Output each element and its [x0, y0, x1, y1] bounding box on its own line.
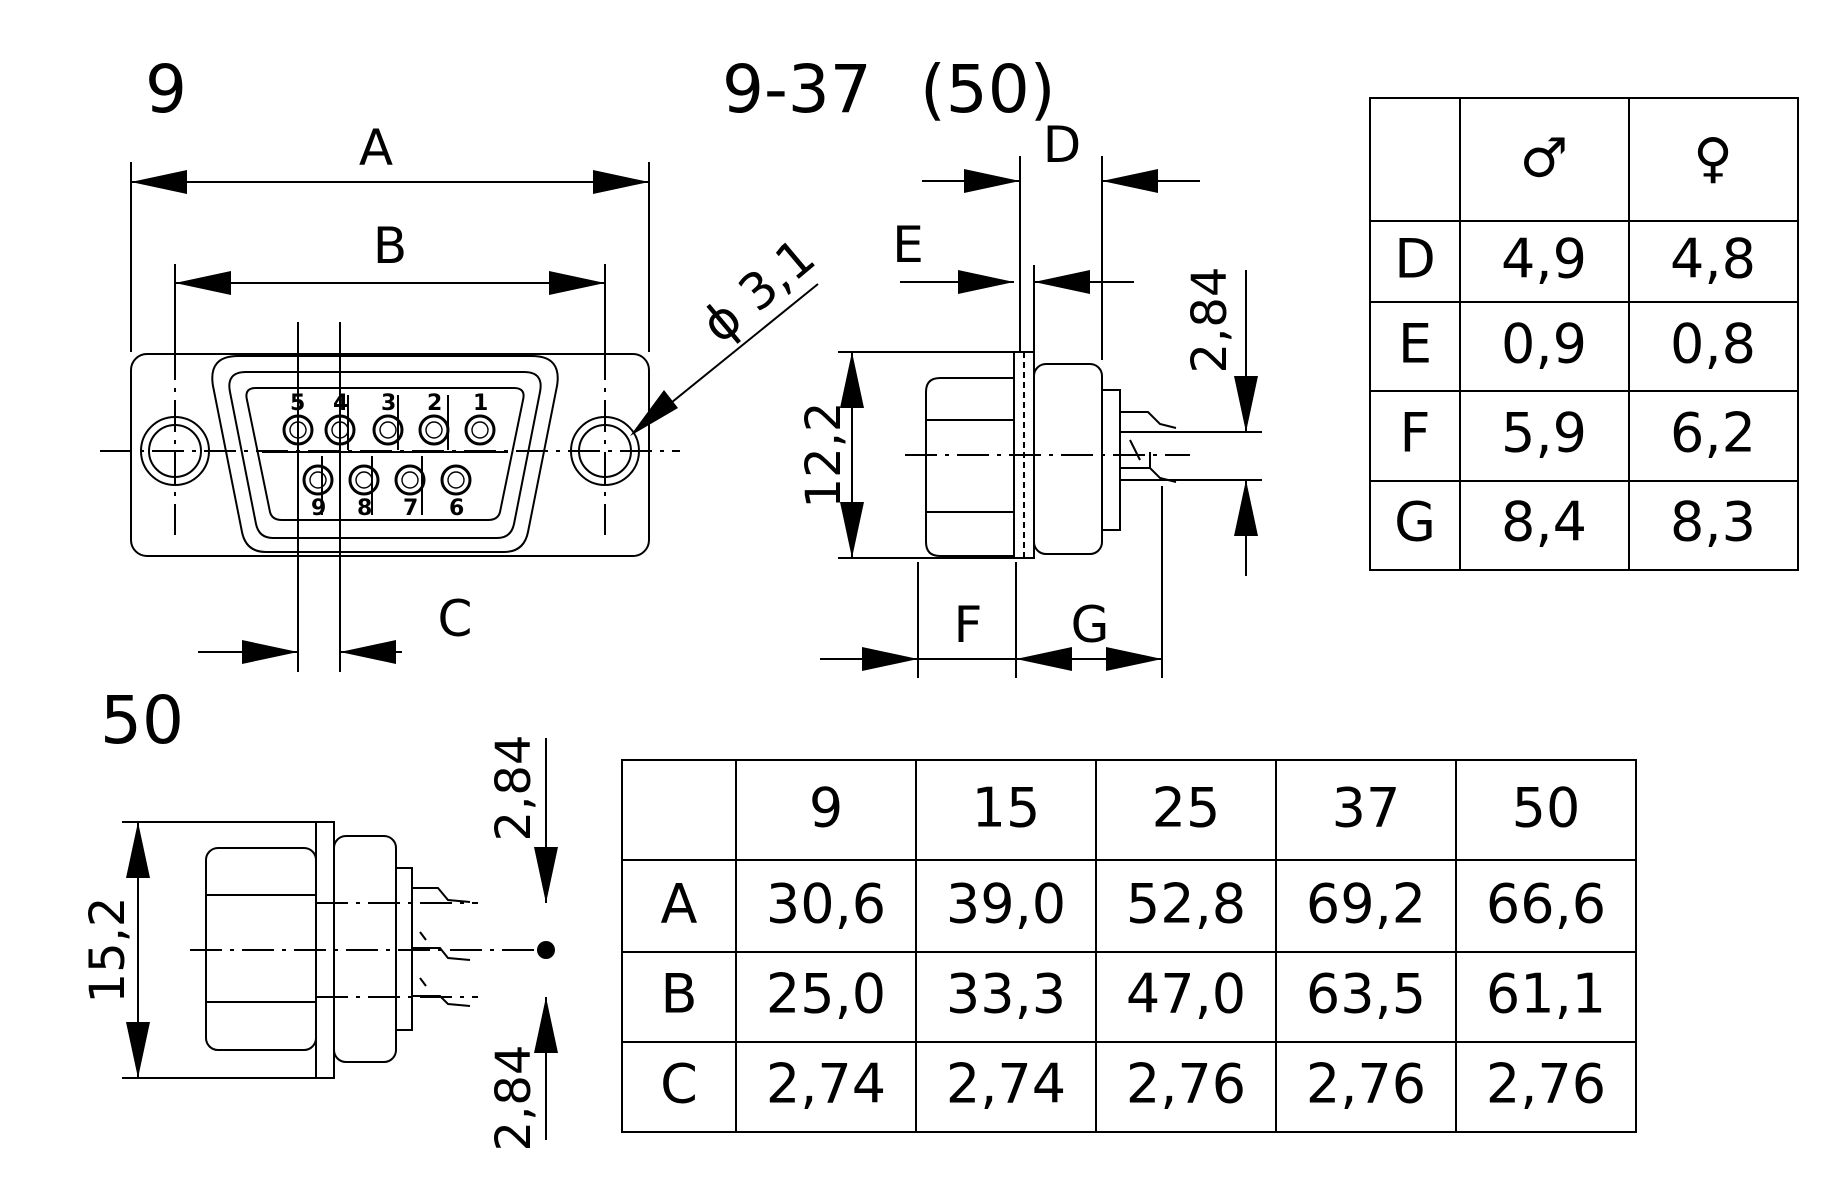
reference-dot — [537, 941, 555, 959]
pin-6 — [440, 464, 472, 496]
pin-9 — [302, 464, 334, 496]
title-50: 50 — [100, 682, 184, 759]
title-50-paren: (50) — [920, 51, 1055, 128]
dim-E-label: E — [892, 216, 924, 274]
male-symbol: ♂ — [1520, 127, 1568, 190]
size-cell: 2,74 — [766, 1053, 886, 1116]
size-row-label: C — [660, 1053, 698, 1116]
size-header: 15 — [972, 777, 1041, 840]
size-cell: 2,74 — [946, 1053, 1066, 1116]
bottom-pins — [302, 464, 472, 496]
pitch-top-label: 2,84 — [486, 735, 542, 842]
gender-cell-female: 8,3 — [1670, 491, 1756, 554]
dim-C-label: C — [438, 590, 473, 648]
pin-3 — [372, 414, 404, 446]
pin-2 — [418, 414, 450, 446]
pin-8 — [348, 464, 380, 496]
size-cell: 63,5 — [1306, 963, 1426, 1026]
pitch-2-84-label: 2,84 — [1182, 267, 1238, 374]
size-cell: 2,76 — [1306, 1053, 1426, 1116]
size-row-label: A — [661, 873, 698, 936]
size-cell: 2,76 — [1126, 1053, 1246, 1116]
size-cell: 47,0 — [1126, 963, 1246, 1026]
gender-table-border — [1369, 97, 1799, 571]
hole-diameter-label: ϕ 3,1 — [690, 227, 826, 354]
size-cell: 30,6 — [766, 873, 886, 936]
title-9-37: 9-37 — [722, 51, 872, 128]
gender-cell-male: 0,9 — [1501, 313, 1587, 376]
gender-cell-male: 5,9 — [1501, 402, 1587, 465]
size-header: 37 — [1332, 777, 1401, 840]
pin-number-2: 2 — [427, 391, 442, 416]
shell-outer — [211, 355, 559, 553]
size-row-label: B — [660, 963, 697, 1026]
size-table-border — [621, 759, 1637, 1133]
mating-body — [925, 377, 1015, 557]
gender-cell-female: 6,2 — [1670, 402, 1756, 465]
height-12-2-label: 12,2 — [796, 402, 852, 509]
height-15-2-label: 15,2 — [80, 897, 136, 1004]
female-symbol: ♀ — [1693, 127, 1733, 190]
pitch-bottom-label: 2,84 — [486, 1045, 542, 1152]
gender-row-label: F — [1399, 402, 1430, 465]
side-view-50: 15,2 2,84 2,84 — [80, 735, 558, 1152]
front-view: 5 4 3 2 1 9 8 7 6 A B — [100, 119, 826, 672]
pin-number-1: 1 — [473, 391, 488, 416]
pin-number-6: 6 — [449, 496, 464, 521]
flange-outline — [130, 353, 650, 557]
size-header: 50 — [1512, 777, 1581, 840]
gender-cell-male: 8,4 — [1501, 491, 1587, 554]
size-cell: 66,6 — [1486, 873, 1606, 936]
dim-A-label: A — [359, 119, 393, 177]
gender-row-label: D — [1394, 228, 1436, 291]
size-table: 9 15 25 37 50 A 30,6 39,0 52,8 69,2 66,6… — [621, 759, 1637, 1133]
size-cell: 52,8 — [1126, 873, 1246, 936]
size-header: 25 — [1152, 777, 1221, 840]
gender-table: ♂ ♀ D 4,9 4,8 E 0,9 0,8 F 5,9 6,2 G 8,4 … — [1369, 97, 1799, 571]
gender-row-label: E — [1398, 313, 1432, 376]
shell-inner — [245, 387, 525, 521]
pin-number-7: 7 — [403, 496, 418, 521]
pin-number-3: 3 — [381, 391, 396, 416]
size-cell: 69,2 — [1306, 873, 1426, 936]
size-cell: 39,0 — [946, 873, 1066, 936]
gender-cell-male: 4,9 — [1501, 228, 1587, 291]
rear-body — [1033, 363, 1103, 555]
side-view: 12,2 D E F G 2,84 — [796, 116, 1262, 678]
size-cell: 25,0 — [766, 963, 886, 1026]
size-cell: 61,1 — [1486, 963, 1606, 1026]
shell-middle — [228, 371, 542, 539]
gender-cell-female: 4,8 — [1670, 228, 1756, 291]
pin-number-8: 8 — [357, 496, 372, 521]
pin-numbers: 5 4 3 2 1 9 8 7 6 — [290, 391, 488, 521]
dim-G-label: G — [1071, 596, 1110, 654]
pin-7 — [394, 464, 426, 496]
pin-number-9: 9 — [311, 496, 326, 521]
title-9: 9 — [145, 51, 187, 128]
dim-F-label: F — [954, 596, 983, 654]
size-cell: 2,76 — [1486, 1053, 1606, 1116]
pin-1 — [464, 414, 496, 446]
size-cell: 33,3 — [946, 963, 1066, 1026]
dim-D-label: D — [1043, 116, 1082, 174]
size-header: 9 — [809, 777, 843, 840]
top-pins — [282, 414, 496, 446]
gender-row-label: G — [1394, 491, 1436, 554]
gender-cell-female: 0,8 — [1670, 313, 1756, 376]
dim-B-label: B — [373, 217, 407, 275]
